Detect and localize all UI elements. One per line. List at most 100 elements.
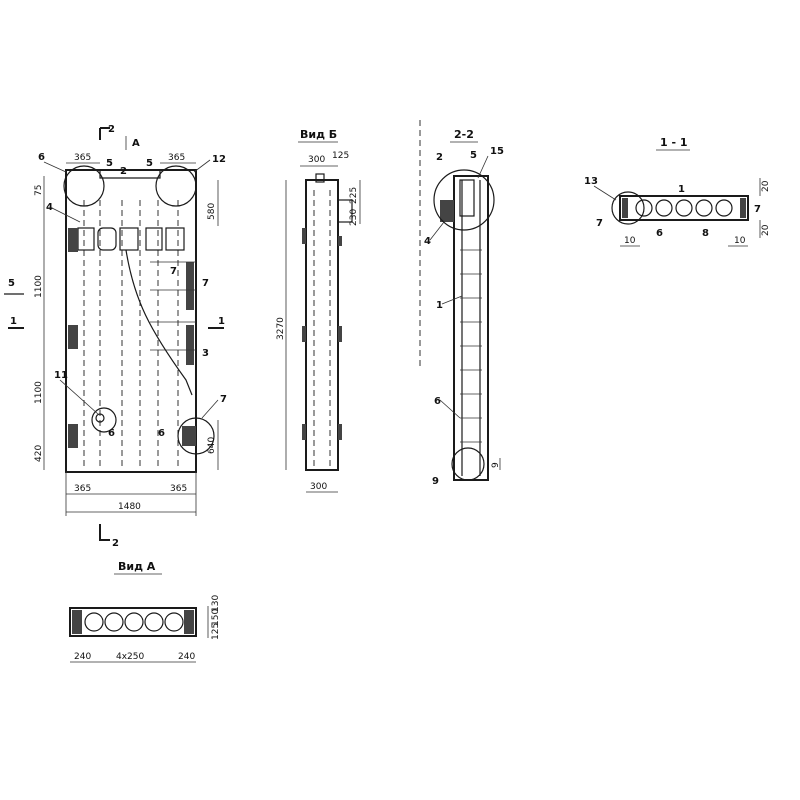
dim-label: 300 xyxy=(310,482,327,492)
opening xyxy=(119,227,139,251)
dim-label: 1100 xyxy=(34,381,44,404)
leader-line xyxy=(51,207,81,223)
embedded-plate xyxy=(68,424,78,448)
embedded-plate xyxy=(338,236,342,246)
leader-line xyxy=(441,295,463,305)
dim-label: 580 xyxy=(207,203,217,220)
leader-line xyxy=(193,159,211,173)
embedded-plate xyxy=(68,228,78,252)
callout-label: 7 xyxy=(220,394,227,405)
callout-label: 2 xyxy=(120,166,127,177)
callout-label: 7 xyxy=(754,204,761,215)
opening xyxy=(145,227,163,251)
callout-label: 3 xyxy=(202,348,209,359)
dim-label: 9 xyxy=(491,462,501,468)
view-a-title: Вид А xyxy=(118,560,156,573)
detail-circle xyxy=(91,407,117,433)
callout-label: 8 xyxy=(702,228,709,239)
dim-label: 365 xyxy=(74,484,91,494)
detail-circle xyxy=(611,191,645,225)
callout-label: 13 xyxy=(584,176,598,187)
view-b-top-lug xyxy=(315,173,325,183)
embedded-plate xyxy=(302,326,306,342)
dim-label: 10 xyxy=(624,236,636,246)
dim-label: 125 xyxy=(211,623,221,640)
section-mark xyxy=(99,524,110,541)
embedded-plate xyxy=(338,326,342,342)
embedded-plate xyxy=(186,262,194,310)
dim-label: 130 xyxy=(211,595,221,612)
leader-line xyxy=(593,185,617,201)
view-b-nib xyxy=(337,199,353,223)
dim-label: 640 xyxy=(207,437,217,454)
dim-label: 1480 xyxy=(118,502,141,512)
dim-label: 365 xyxy=(170,484,187,494)
leader-line xyxy=(59,379,99,415)
view-b-title: Вид Б xyxy=(300,128,337,141)
section-1-1-outline xyxy=(619,195,749,221)
dim-label: 3270 xyxy=(276,317,286,340)
section-mark-label: 2 xyxy=(112,538,119,549)
void-circle xyxy=(635,199,653,217)
front-view: 6 5 2 5 12 4 7 7 3 11 6 6 7 365 365 75 1… xyxy=(4,124,227,549)
section-2-2: 2-2 2 5 15 4 1 6 9 9 xyxy=(419,120,504,487)
detail-circle xyxy=(451,447,485,481)
section-2-2-title: 2-2 xyxy=(454,128,474,141)
callout-label: 1 xyxy=(678,184,685,195)
detail-circle xyxy=(177,417,215,455)
opening xyxy=(77,227,95,251)
void-circle xyxy=(144,612,164,632)
dim-label: 20 xyxy=(761,224,771,236)
void-circle xyxy=(655,199,673,217)
view-b-outline xyxy=(305,179,339,471)
void-circle xyxy=(695,199,713,217)
embedded-plate xyxy=(338,424,342,440)
section-mark-label: А xyxy=(132,138,140,149)
dim-label: 420 xyxy=(34,445,44,462)
callout-label: 5 xyxy=(106,158,113,169)
leader-line xyxy=(429,221,445,241)
dim-label: 75 xyxy=(34,185,44,196)
dim-label: 1100 xyxy=(34,275,44,298)
front-view-outline xyxy=(65,169,197,473)
embedded-plate xyxy=(68,325,78,349)
callout-label: 15 xyxy=(490,146,504,157)
void-circle xyxy=(124,612,144,632)
void-circle xyxy=(675,199,693,217)
callout-label: 9 xyxy=(432,476,439,487)
detail-circle xyxy=(433,169,495,231)
void-circle xyxy=(164,612,184,632)
dim-label: 225 xyxy=(349,187,359,204)
dim-label: 240 xyxy=(74,652,91,662)
callout-label: 7 xyxy=(596,218,603,229)
embedded-plate xyxy=(186,325,194,365)
detail-circle xyxy=(63,165,105,207)
dim-label: 4х250 xyxy=(116,652,145,662)
opening xyxy=(165,227,185,251)
view-a-outline xyxy=(69,607,197,637)
embedded-plate xyxy=(302,424,306,440)
callout-label: 5 xyxy=(470,150,477,161)
embedded-plate xyxy=(182,426,196,446)
dim-label: 240 xyxy=(178,652,195,662)
callout-label: 12 xyxy=(212,154,226,165)
embedded-plate xyxy=(740,198,746,218)
leader-line xyxy=(43,161,67,173)
leader-line xyxy=(477,155,489,179)
void-circle xyxy=(84,612,104,632)
dim-label: 20 xyxy=(761,180,771,192)
leader-line xyxy=(439,399,461,419)
embedded-plate xyxy=(440,200,454,222)
detail-circle xyxy=(95,413,105,423)
section-mark-label: 5 xyxy=(8,278,15,289)
callout-label: 2 xyxy=(436,152,443,163)
view-a: Вид А 240 4х250 240 125 150 130 xyxy=(69,560,221,663)
callout-label: 7 xyxy=(170,266,177,277)
section-mark-label: 2 xyxy=(108,124,115,135)
section-1-1-title: 1 - 1 xyxy=(660,136,688,149)
dim-label: 230 xyxy=(349,209,359,226)
embedded-plate xyxy=(184,610,194,634)
section-1-1: 1 - 1 13 1 7 7 6 8 20 20 10 10 xyxy=(584,136,771,247)
dim-label: 365 xyxy=(74,153,91,163)
